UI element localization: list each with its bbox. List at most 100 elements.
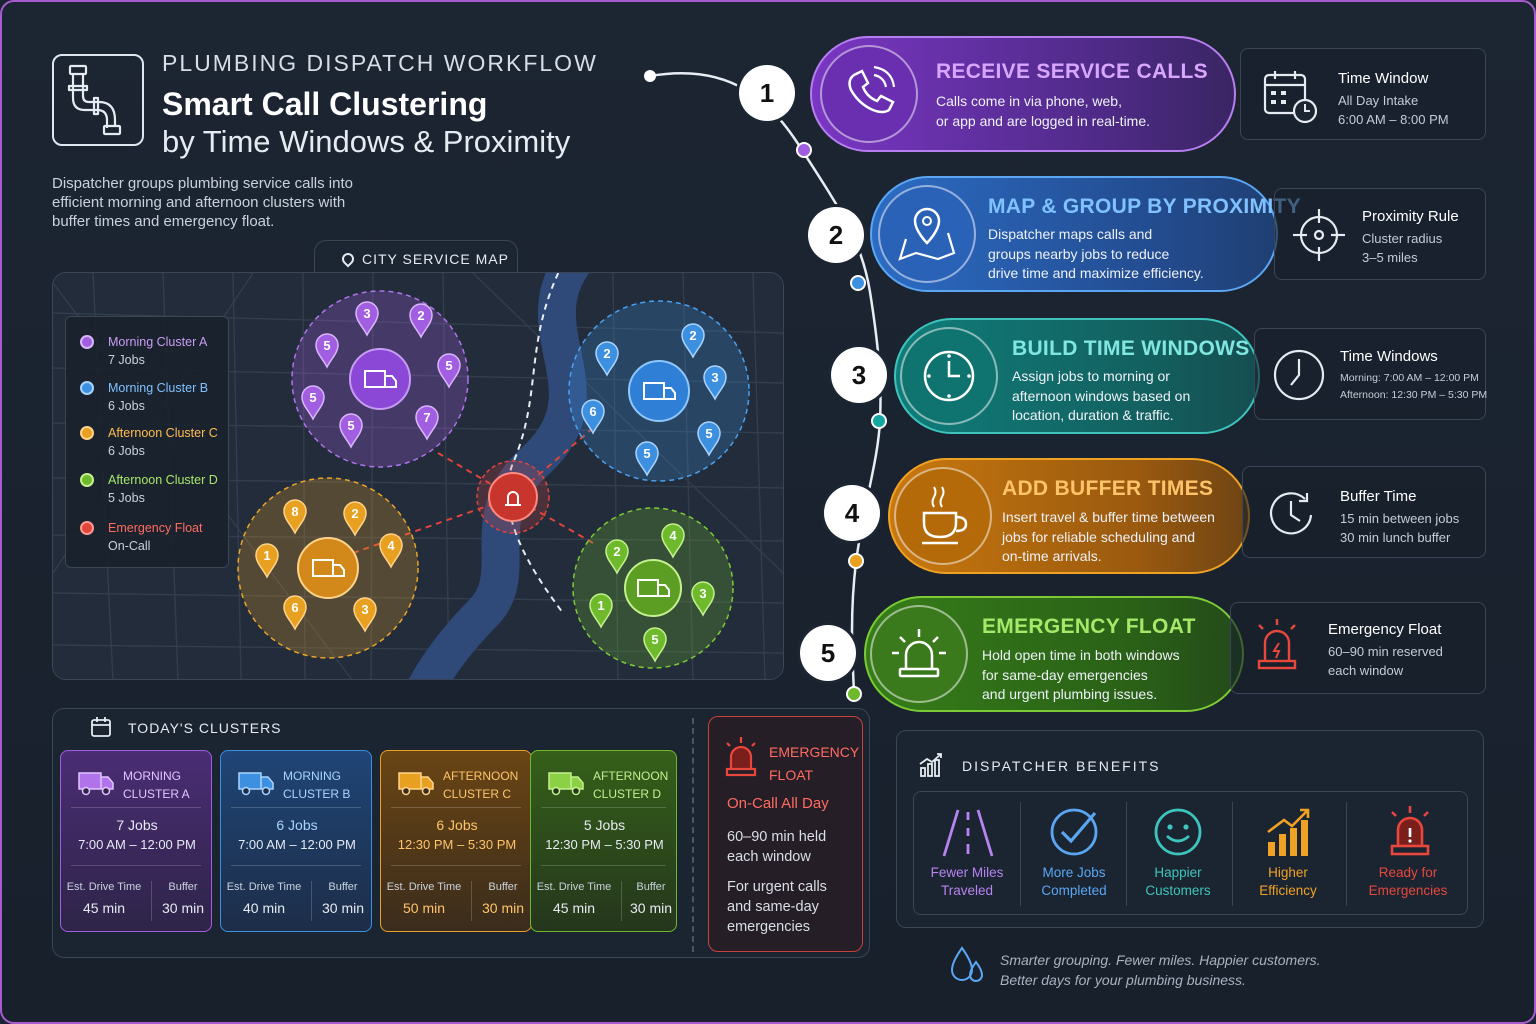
map-pin-d-4[interactable]: 3 [691, 581, 715, 617]
side-card-proximity [1274, 188, 1486, 280]
cluster-card-a[interactable]: MORNING CLUSTER A 7 Jobs 7:00 AM – 12:00… [60, 750, 212, 932]
map-pin-c-4[interactable]: 4 [379, 533, 403, 569]
siren-icon [1390, 806, 1430, 856]
map-pin-label: 6 [589, 404, 596, 419]
calendar-clock-icon [1263, 71, 1318, 124]
step-2-title: MAP & GROUP BY PROXIMITY [988, 195, 1301, 218]
map-pin-a-7[interactable]: 7 [415, 405, 439, 441]
cluster-card-b[interactable]: MORNING CLUSTER B 6 Jobs 7:00 AM – 12:00… [220, 750, 372, 932]
step-2-number: 2 [808, 207, 864, 263]
step-3-desc: Assign jobs to morning or afternoon wind… [1012, 368, 1191, 423]
side-1-sub: All Day Intake 6:00 AM – 8:00 PM [1338, 93, 1449, 127]
map-pin-b-5[interactable]: 5 [697, 421, 721, 457]
van-icon [398, 772, 434, 796]
buffer-label: Buffer [636, 881, 666, 893]
check-circle-icon [1050, 808, 1098, 856]
step-2-desc: Dispatcher maps calls and groups nearby … [988, 226, 1204, 281]
benefit-ready-emergencies: Ready for Emergencies [1368, 865, 1448, 898]
benefit-more-jobs: More Jobs Completed [1041, 865, 1107, 898]
benefits-grid [913, 791, 1468, 915]
map-pin-d-3[interactable]: 1 [589, 593, 613, 629]
map-pin-c-1[interactable]: 8 [283, 499, 307, 535]
map-pin-a-4[interactable]: 5 [437, 353, 461, 389]
dispatcher-benefits-panel [896, 730, 1484, 928]
map-pin-c-3[interactable]: 1 [255, 543, 279, 579]
benefit-higher-efficiency: Higher Efficiency [1259, 865, 1317, 898]
cluster-card-name: AFTERNOON CLUSTER D [593, 769, 669, 801]
bar-chart-up-icon [1267, 808, 1310, 856]
map-pin-d-1[interactable]: 4 [661, 523, 685, 559]
footer-tagline: Smarter grouping. Fewer miles. Happier c… [1000, 952, 1321, 988]
cluster-card-jobs: 7 Jobs [116, 817, 158, 833]
buffer-label: Buffer [168, 881, 198, 893]
map-pin-label: 2 [689, 328, 696, 343]
side-3-title: Time Windows [1340, 348, 1438, 365]
map-pin-label: 4 [669, 528, 677, 543]
drive-time-label: Est. Drive Time [66, 881, 142, 893]
emergency-siren-icon [725, 737, 757, 777]
cluster-card-time: 7:00 AM – 12:00 PM [238, 837, 356, 852]
emergency-siren-icon [1257, 619, 1297, 670]
drive-time-label: Est. Drive Time [536, 881, 612, 893]
eyebrow-label: PLUMBING DISPATCH WORKFLOW [162, 50, 598, 76]
map-pin-c-5[interactable]: 6 [283, 595, 307, 631]
step-3-title: BUILD TIME WINDOWS [1012, 337, 1250, 360]
map-pin-label: 8 [291, 504, 298, 519]
orange-marker-icon [80, 426, 94, 440]
buffer-label: Buffer [328, 881, 358, 893]
side-2-sub: Cluster radius 3–5 miles [1362, 231, 1443, 265]
side-5-sub: 60–90 min reserved each window [1328, 644, 1443, 678]
buffer-value: 30 min [481, 900, 525, 916]
map-pin-a-2[interactable]: 2 [409, 303, 433, 339]
clusters-heading: TODAY'S CLUSTERS [128, 720, 282, 736]
road-icon [942, 809, 994, 857]
map-pin-d-5[interactable]: 5 [643, 627, 667, 663]
map-pin-label: 3 [699, 586, 706, 601]
map-pin-label: 6 [291, 600, 298, 615]
step-5-desc: Hold open time in both windows for same-… [982, 647, 1180, 702]
map-pin-label: 3 [361, 602, 368, 617]
cluster-card-name: MORNING CLUSTER A [123, 769, 190, 801]
cluster-card-time: 7:00 AM – 12:00 PM [78, 837, 196, 852]
location-pin-icon [339, 250, 357, 268]
growth-chart-icon [919, 753, 942, 777]
map-tab-label: CITY SERVICE MAP [339, 250, 509, 268]
phone-icon [820, 45, 918, 143]
map-pin-label: 3 [363, 306, 370, 321]
emergency-float-card[interactable]: EMERGENCY FLOAT On-Call All Day 60–90 mi… [708, 716, 863, 952]
van-icon [238, 772, 274, 796]
step-1-desc: Calls come in via phone, web, or app and… [936, 93, 1151, 129]
map-pin-a-1[interactable]: 3 [355, 301, 379, 337]
clusters-divider [692, 718, 694, 952]
map-pin-b-6[interactable]: 5 [635, 441, 659, 477]
timer-icon [1270, 492, 1313, 535]
buffer-value: 30 min [321, 900, 365, 916]
step-4-desc: Insert travel & buffer time between jobs… [1002, 509, 1215, 564]
map-pin-b-3[interactable]: 3 [703, 365, 727, 401]
map-pin-a-5[interactable]: 5 [301, 385, 325, 421]
cluster-card-d[interactable]: AFTERNOON CLUSTER D 5 Jobs 12:30 PM – 5:… [530, 750, 677, 932]
alarm-light-icon [870, 605, 968, 703]
map-pin-a-6[interactable]: 5 [339, 413, 363, 449]
map-pin-b-2[interactable]: 2 [595, 341, 619, 377]
emergency-card-title: EMERGENCY FLOAT [769, 744, 860, 783]
map-pin-b-4[interactable]: 6 [581, 399, 605, 435]
drive-time-value: 45 min [82, 900, 126, 916]
page-subtitle: by Time Windows & Proximity [162, 124, 571, 159]
map-pin-c-2[interactable]: 2 [343, 501, 367, 537]
side-5-title: Emergency Float [1328, 621, 1442, 638]
cluster-card-c[interactable]: AFTERNOON CLUSTER C 6 Jobs 12:30 PM – 5:… [380, 750, 532, 932]
map-pin-d-2[interactable]: 2 [605, 539, 629, 575]
map-pin-label: 2 [417, 308, 424, 323]
pipe-logo-icon [52, 54, 144, 146]
cluster-card-name: AFTERNOON CLUSTER C [443, 769, 519, 801]
cluster-card-time: 12:30 PM – 5:30 PM [397, 837, 517, 852]
cluster-card-jobs: 5 Jobs [583, 817, 626, 833]
map-pin-b-1[interactable]: 2 [681, 323, 705, 359]
map-pin-label: 2 [613, 544, 620, 559]
map-pin-a-3[interactable]: 5 [315, 333, 339, 369]
map-pin-c-6[interactable]: 3 [353, 597, 377, 633]
page-title: Smart Call Clustering [162, 86, 488, 122]
drive-time-label: Est. Drive Time [226, 881, 302, 893]
